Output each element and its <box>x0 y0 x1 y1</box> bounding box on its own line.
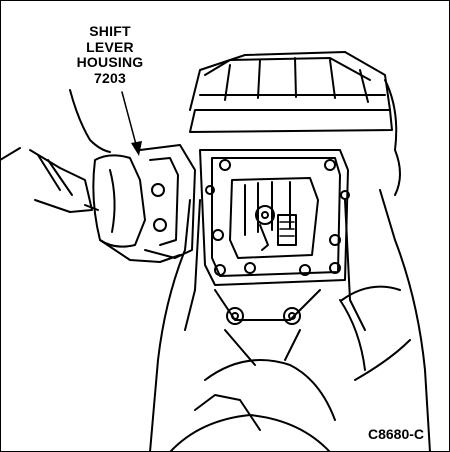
shift-mechanism <box>229 177 319 259</box>
shift-lever-boot <box>0 89 111 213</box>
shift-lever-housing <box>84 144 196 263</box>
adapter-plate <box>199 149 350 286</box>
figure-id: C8680-C <box>368 426 425 442</box>
callout-line-2: LEVER <box>86 38 134 55</box>
callout-leader-line <box>121 91 139 153</box>
callout-line-4: 7203 <box>94 69 126 86</box>
callout-label: SHIFT LEVER HOUSING 7203 <box>50 23 170 86</box>
callout-line-1: SHIFT <box>89 23 131 39</box>
top-cover <box>189 51 401 196</box>
callout-arrowhead <box>131 141 142 156</box>
callout-line-3: HOUSING <box>76 54 144 70</box>
support-ribs <box>184 199 366 371</box>
